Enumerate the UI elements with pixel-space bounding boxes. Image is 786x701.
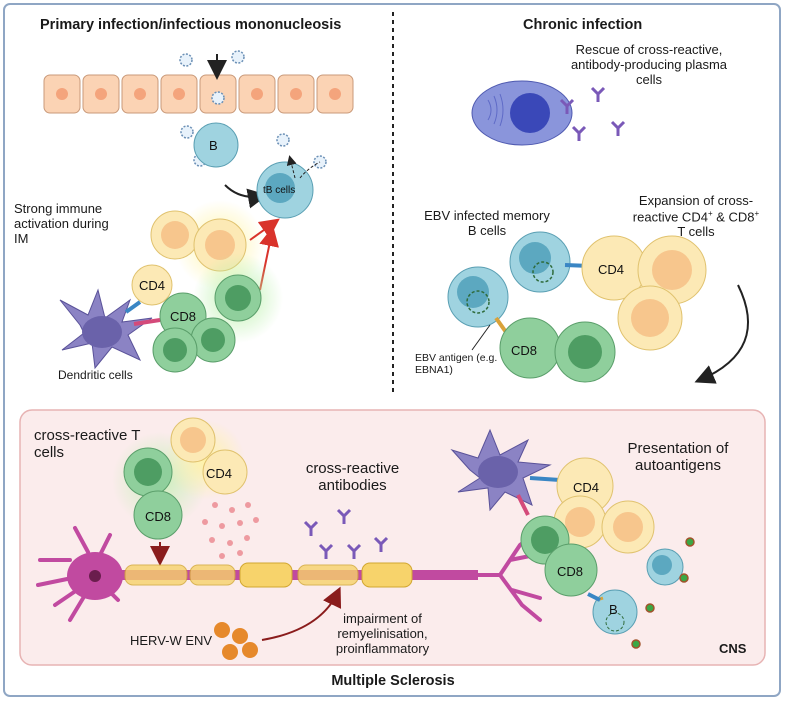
immune-activation-label: Strong immune activation during IM xyxy=(14,201,109,246)
cns-label: CNS xyxy=(719,641,747,656)
dendritic-cell xyxy=(450,428,552,512)
memory-b-cell xyxy=(447,231,571,328)
b-cell xyxy=(193,122,239,168)
chronic-to-cns-arrow xyxy=(694,284,749,384)
presentation-label: Presentation of autoantigens xyxy=(627,440,729,475)
cd8-cell xyxy=(123,447,183,540)
primary-infection-title: Primary infection/infectious mononucleos… xyxy=(40,17,342,33)
tb-cell xyxy=(256,161,314,219)
antibody-icon xyxy=(303,508,389,559)
dendritic-cells-label: Dendritic cells xyxy=(58,368,133,382)
cd8-label: CD8 xyxy=(170,309,196,324)
virus-release-arrow xyxy=(286,155,297,179)
cd8-cell xyxy=(499,317,616,383)
cd8-label: CD8 xyxy=(511,343,537,358)
ebv-antigen-label: EBV antigen (e.g. EBNA1) xyxy=(415,352,498,377)
cd4-cell xyxy=(581,235,707,351)
antibody-icon xyxy=(559,86,626,141)
cross-reactive-t-label: cross-reactive T cells xyxy=(34,427,141,462)
cd8-label: CD8 xyxy=(557,564,583,579)
b-cell xyxy=(592,548,684,635)
rescue-label: Rescue of cross-reactive, antibody-produ… xyxy=(570,42,728,87)
epithelium xyxy=(43,74,354,114)
cd4-cell xyxy=(170,417,248,495)
b-cell-label: B xyxy=(209,138,218,153)
outer-frame xyxy=(3,3,781,697)
ebv-memory-label: EBV infected memory B cells xyxy=(424,208,550,238)
myelin-sheath xyxy=(124,562,413,588)
cd4-cell xyxy=(553,457,655,554)
cd4-label: CD4 xyxy=(598,262,624,277)
b-cell-label: B xyxy=(609,602,618,617)
plasma-cell xyxy=(471,80,573,146)
dendritic-cell xyxy=(59,288,153,370)
cd4-label: CD4 xyxy=(139,278,165,293)
virus-icon xyxy=(179,50,327,169)
cd8-cell xyxy=(520,515,598,597)
cd4-label: CD4 xyxy=(206,466,232,481)
herv-label: HERV-W ENV xyxy=(130,633,213,648)
herv-particles xyxy=(214,622,258,660)
cytokine-dots xyxy=(202,502,259,559)
cd8-label: CD8 xyxy=(145,509,171,524)
b-to-tb-arrow xyxy=(224,184,268,209)
autoantigen-icon xyxy=(631,537,695,649)
cross-reactive-antibodies-label: cross-reactive antibodies xyxy=(305,460,400,495)
chronic-infection-title: Chronic infection xyxy=(523,17,643,33)
ms-footer-title: Multiple Sclerosis xyxy=(331,673,455,689)
expansion-label: Expansion of cross- reactive CD4+ & CD8+… xyxy=(632,193,760,240)
cd8-cell xyxy=(152,274,262,373)
cd4-label: CD4 xyxy=(573,480,599,495)
herv-arrow xyxy=(261,586,342,641)
impairment-label: impairment of remyelinisation, proinflam… xyxy=(335,611,430,656)
tb-cell-label: tB cells xyxy=(263,185,295,196)
